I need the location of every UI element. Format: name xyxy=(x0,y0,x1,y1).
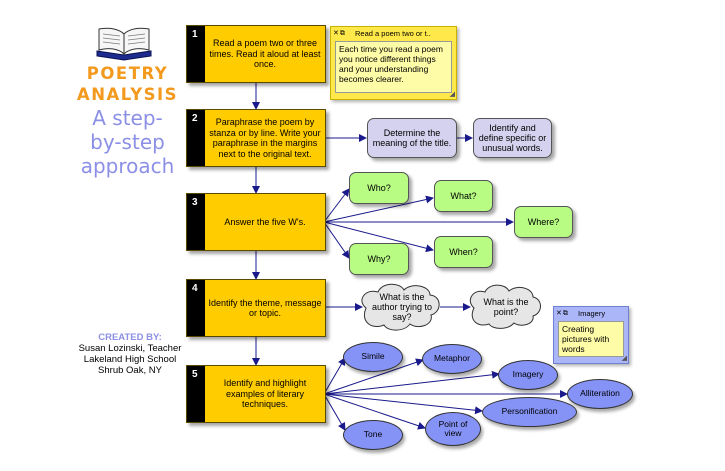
cloud-author-text: What is the author trying to say? xyxy=(371,292,433,322)
arrow-personification xyxy=(323,393,483,415)
w-what: What? xyxy=(434,180,493,212)
w-when: When? xyxy=(434,236,493,268)
book-icon xyxy=(96,27,152,61)
note-controls-icon[interactable]: ✕⧉ xyxy=(556,309,569,317)
note-body[interactable]: Creating pictures with words xyxy=(558,321,624,357)
credits: CREATED BY: Susan Lozinski, Teacher Lake… xyxy=(40,332,220,376)
arrow-tone xyxy=(323,393,346,431)
technique-point-of-view: Point of view xyxy=(425,412,481,446)
step-3: 3 Answer the five W's. xyxy=(186,193,326,251)
note-titlebar[interactable]: ✕⧉ Read a poem two or t.. xyxy=(331,27,456,39)
step-1: 1 Read a poem two or three times. Read i… xyxy=(186,25,326,83)
technique-metaphor: Metaphor xyxy=(422,344,482,374)
technique-tone: Tone xyxy=(343,420,403,450)
w-who: Who? xyxy=(349,172,409,204)
step-text: Paraphrase the poem by stanza or by line… xyxy=(209,117,321,159)
note-body[interactable]: Each time you read a poem you notice dif… xyxy=(335,41,452,93)
note-titlebar[interactable]: ✕⧉ Imagery xyxy=(554,307,628,319)
title-poetry: POETRY xyxy=(86,64,169,83)
step-number: 2 xyxy=(187,110,205,166)
step-number: 4 xyxy=(187,280,205,336)
note-read-poem[interactable]: ✕⧉ Read a poem two or t.. Each time you … xyxy=(330,26,457,100)
box-title-meaning: Determine the meaning of the title. xyxy=(367,118,457,158)
credits-location: Shrub Oak, NY xyxy=(98,365,162,376)
subtitle-line-2: by-step xyxy=(90,130,165,154)
note-title: Imagery xyxy=(578,308,606,318)
step-4: 4 Identify the theme, message or topic. xyxy=(186,279,326,337)
w-why: Why? xyxy=(349,243,409,275)
credits-heading: CREATED BY: xyxy=(98,332,162,343)
arrow-simile xyxy=(323,357,346,395)
cloud-2 xyxy=(469,284,541,329)
note-controls-icon[interactable]: ✕⧉ xyxy=(333,29,346,37)
cloud-1 xyxy=(361,283,440,331)
credits-school: Lakeland High School xyxy=(83,354,177,365)
resize-grip-icon[interactable]: ◢ xyxy=(621,355,627,362)
note-imagery[interactable]: ✕⧉ Imagery Creating pictures with words … xyxy=(553,306,629,364)
w-where: Where? xyxy=(514,206,573,238)
technique-alliteration: Alliteration xyxy=(567,379,633,409)
step-number: 5 xyxy=(187,366,205,422)
technique-simile: Simile xyxy=(343,342,403,372)
cloud-point-text: What is the point? xyxy=(483,297,529,317)
step-text: Identify the theme, message or topic. xyxy=(208,297,322,319)
step-text: Read a poem two or three times. Read it … xyxy=(209,38,321,70)
note-title: Read a poem two or t.. xyxy=(355,28,431,38)
step-text: Identify and highlight examples of liter… xyxy=(223,378,307,410)
arrow-metaphor xyxy=(323,358,424,395)
arrow-who xyxy=(323,188,350,223)
title-analysis: ANALYSIS xyxy=(76,85,179,104)
arrow-pov xyxy=(323,393,426,430)
arrow-when xyxy=(323,221,434,253)
subtitle-line-3: approach xyxy=(80,154,175,178)
resize-grip-icon[interactable]: ◢ xyxy=(449,91,455,98)
step-number: 3 xyxy=(187,194,205,250)
step-number: 1 xyxy=(187,26,205,82)
step-5: 5 Identify and highlight examples of lit… xyxy=(186,365,326,423)
arrow-what xyxy=(323,195,434,223)
technique-personification: Personification xyxy=(482,397,577,427)
subtitle-line-1: A step- xyxy=(92,106,163,130)
step-2: 2 Paraphrase the poem by stanza or by li… xyxy=(186,109,326,167)
arrow-imagery xyxy=(323,370,500,395)
credits-author: Susan Lozinski, Teacher xyxy=(78,343,182,354)
box-unusual-words: Identify and define specific or unusual … xyxy=(473,118,552,158)
technique-imagery: Imagery xyxy=(498,360,558,390)
step-text: Answer the five W's. xyxy=(224,216,306,227)
arrow-why xyxy=(323,221,350,259)
